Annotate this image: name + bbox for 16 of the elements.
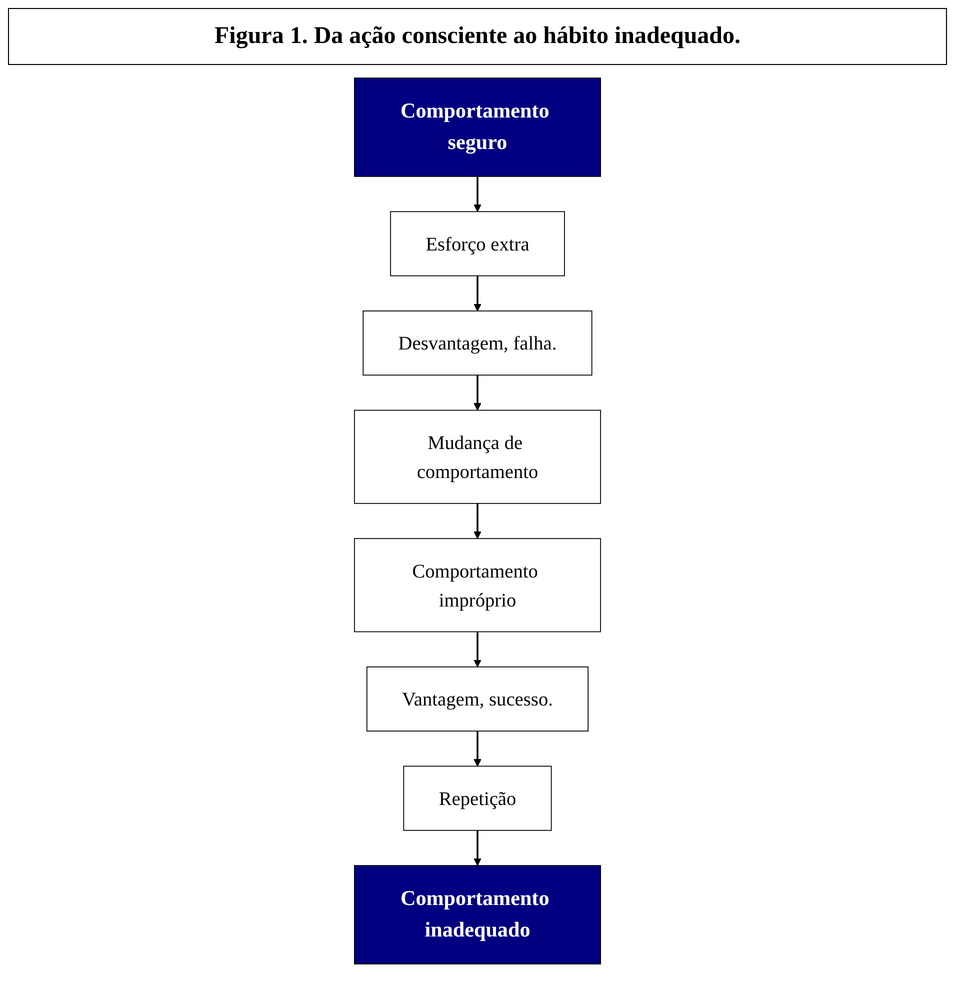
node-box: Esforço extra (390, 211, 565, 276)
node-box: Vantagem, sucesso. (366, 666, 589, 732)
node-box: Comportamento seguro (354, 78, 601, 177)
node-box: Desvantagem, falha. (362, 310, 592, 376)
node-box: Comportamento impróprio (354, 538, 601, 632)
arrow (474, 632, 482, 668)
node-box: Repetição (403, 766, 552, 831)
arrow (474, 276, 482, 312)
arrow (474, 176, 482, 212)
node-box: Comportamento inadequado (354, 865, 601, 964)
figure-title: Figura 1. Da ação consciente ao hábito inadequado. (8, 8, 947, 65)
arrow (474, 731, 482, 767)
arrow (474, 375, 482, 411)
arrow (474, 830, 482, 866)
node-box: Mudança de comportamento (354, 410, 601, 504)
arrow (474, 503, 482, 539)
